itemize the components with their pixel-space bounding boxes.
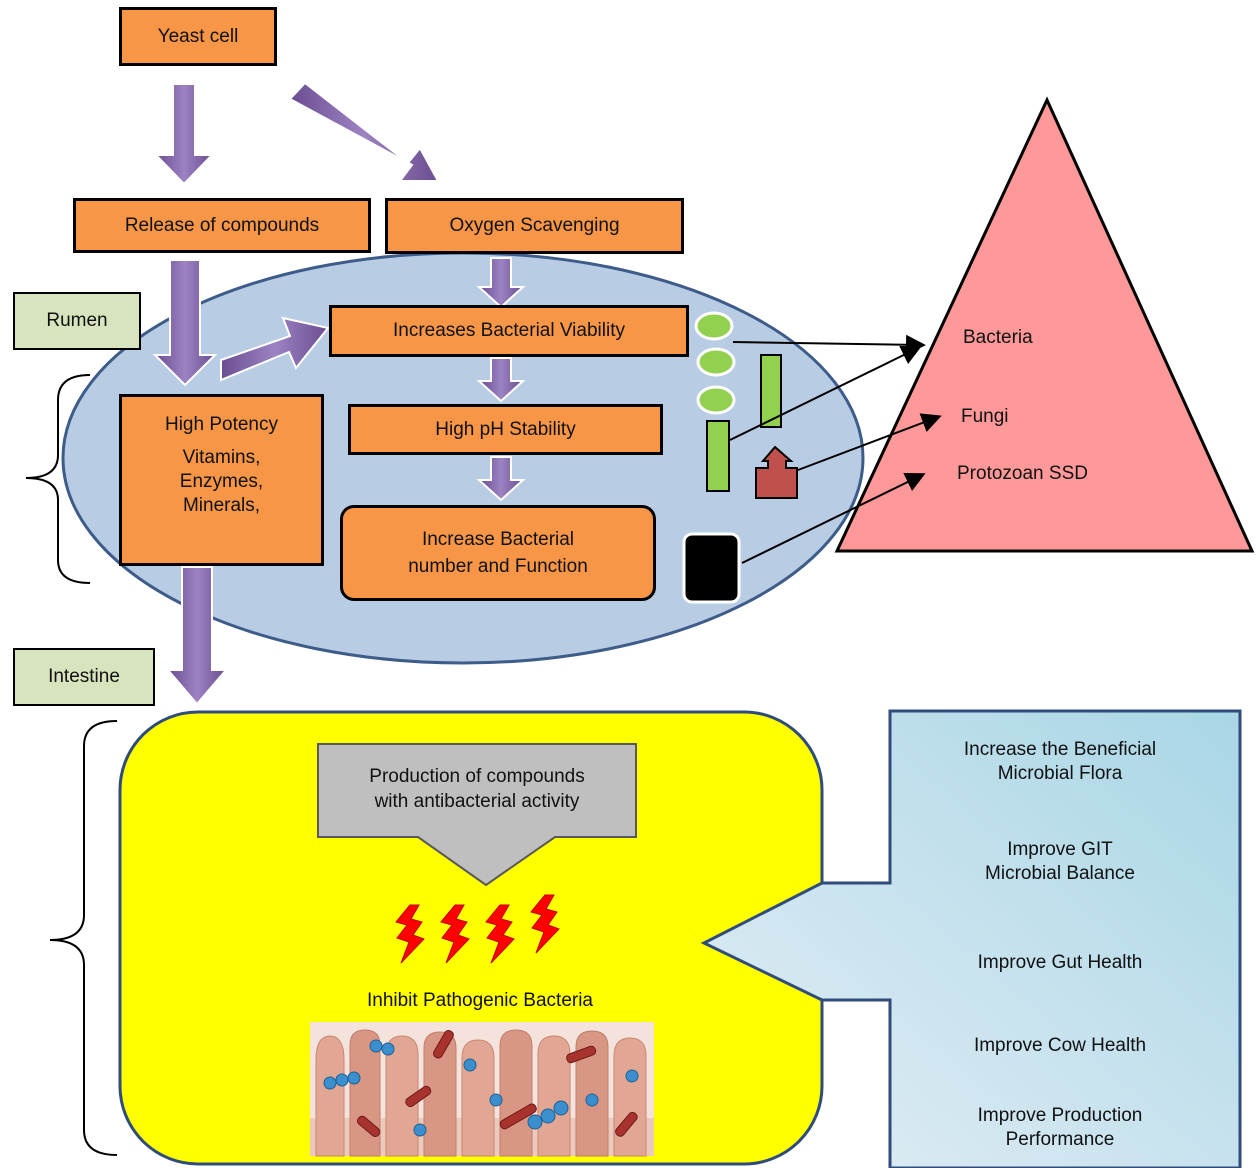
high-potency-title: High Potency [164, 414, 278, 435]
intestine-bracket [49, 720, 118, 1156]
increases-viability-box: Increases Bacterial Viability [329, 305, 689, 357]
high-ph-stability-label: High pH Stability [435, 418, 576, 440]
release-of-compounds-box: Release of compounds [73, 198, 371, 253]
benefit-beneficial-flora: Increase the Beneficial Microbial Flora [963, 739, 1157, 784]
intestine-label-box: Intestine [13, 648, 155, 706]
lightning-bolt-icon-3 [485, 904, 515, 964]
rumen-bracket [25, 374, 91, 584]
benefit-gut-health: Improve Gut Health [977, 952, 1143, 973]
increase-number-line2: number and Function [408, 556, 588, 577]
arrow-viability-to-ph [476, 357, 526, 403]
high-ph-stability-box: High pH Stability [348, 404, 663, 455]
pyramid-label-bacteria: Bacteria [963, 327, 1033, 348]
yeast-cell-box: Yeast cell [119, 7, 277, 66]
benefits-list: Increase the Beneficial Microbial Flora … [875, 0, 1245, 1168]
lightning-bolt-icon-2 [440, 904, 470, 964]
high-potency-box: High Potency Vitamins, Enzymes, Minerals… [119, 394, 324, 566]
arrow-potency-to-intestine [165, 566, 229, 706]
high-potency-item-minerals: Minerals, [182, 495, 261, 516]
arrow-ph-to-number [476, 456, 526, 502]
bacteria-cocci-1 [694, 311, 734, 341]
rumen-label-box: Rumen [13, 292, 141, 350]
bacteria-cocci-2 [696, 347, 736, 377]
lightning-bolts [395, 894, 560, 964]
inhibit-pathogenic-text: Inhibit Pathogenic Bacteria [366, 990, 594, 1011]
benefit-git-balance: Improve GIT Microbial Balance [985, 839, 1135, 884]
arrow-release-to-viability [220, 316, 330, 382]
arrow-yeast-to-release [153, 83, 215, 186]
increase-bacterial-number-box: Increase Bacterial number and Function [340, 505, 656, 601]
production-line1: Production of compounds [369, 766, 585, 787]
benefit-production-performance: Improve Production Performance [977, 1105, 1143, 1150]
production-line2: with antibacterial activity [374, 791, 580, 812]
bacteria-cocci-3 [696, 385, 736, 415]
pyramid-label-protozoa: Protozoan SSD [957, 463, 1088, 484]
oxygen-scavenging-label: Oxygen Scavenging [449, 215, 620, 236]
arrow-yeast-to-oxygen [288, 81, 440, 182]
microbe-pyramid [834, 96, 1255, 553]
yeast-cell-label: Yeast cell [157, 25, 239, 47]
rumen-label: Rumen [46, 310, 108, 331]
high-potency-item-enzymes: Enzymes, [179, 471, 264, 492]
gut-villi-illustration [310, 1022, 654, 1157]
intestine-label: Intestine [48, 666, 120, 687]
production-arrow [317, 743, 637, 887]
lightning-bolt-icon-4 [530, 894, 560, 954]
increases-viability-label: Increases Bacterial Viability [393, 320, 625, 341]
arrow-rod-to-bacteria [729, 346, 922, 441]
arrow-oxygen-to-viability [476, 257, 526, 309]
arrow-cocci-to-bacteria [732, 334, 926, 355]
arrow-protozoa-to-protozoa [741, 473, 926, 564]
bacteria-rod-2 [706, 420, 730, 492]
release-of-compounds-label: Release of compounds [124, 214, 320, 236]
production-text: Production of compounds with antibacteri… [318, 764, 636, 814]
lightning-bolt-icon-1 [395, 904, 425, 964]
benefits-callout [700, 709, 1242, 1168]
protozoa-symbol [682, 532, 741, 604]
oxygen-scavenging-box: Oxygen Scavenging [385, 198, 684, 254]
bacteria-rod-1 [760, 354, 782, 428]
pyramid-label-fungi: Fungi [961, 406, 1009, 427]
fungi-symbol [755, 445, 798, 499]
arrow-release-to-potency [152, 259, 218, 387]
arrow-fungi-to-fungi [797, 413, 942, 471]
high-potency-item-vitamins: Vitamins, [182, 447, 261, 468]
benefit-cow-health: Improve Cow Health [973, 1035, 1147, 1056]
increase-number-line1: Increase Bacterial [421, 529, 575, 550]
